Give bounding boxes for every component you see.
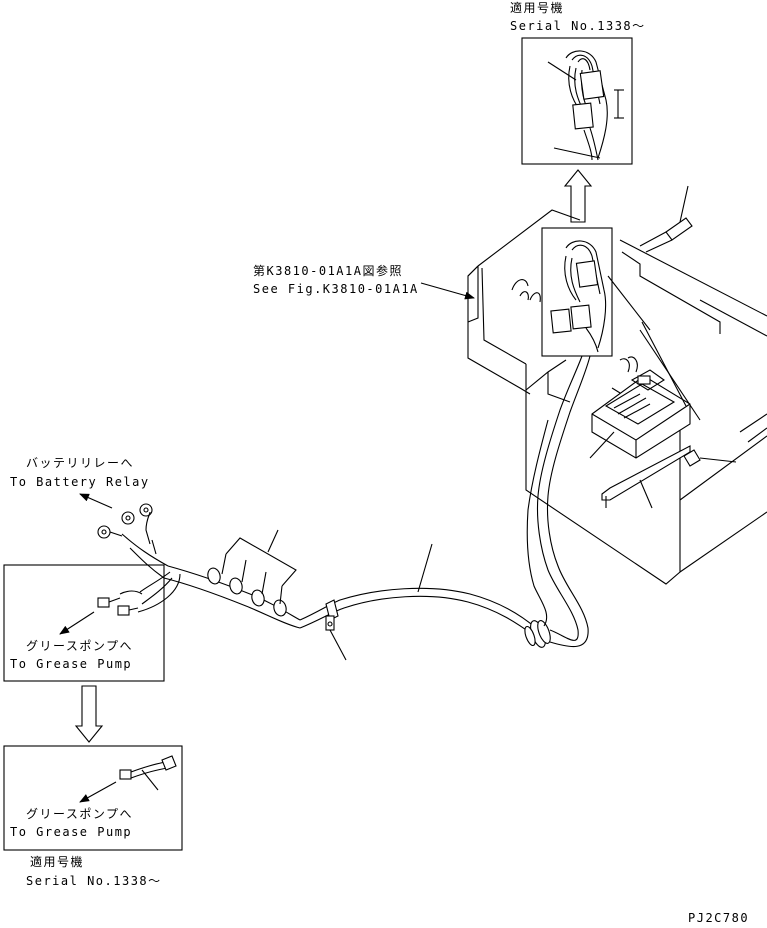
- grease-main-label-en: To Grease Pump: [10, 657, 132, 671]
- battery-relay-callout: バッテリリレーへ To Battery Relay: [10, 456, 150, 509]
- inset-connector-icon: [119, 755, 177, 791]
- harness-hose: [97, 355, 591, 661]
- bottom-inset-label-en: Serial No.1338～: [26, 874, 162, 888]
- reference-box: [541, 227, 613, 357]
- top-inset: 適用号機 Serial No.1338～: [510, 0, 646, 165]
- machine-body: [467, 185, 767, 585]
- grease-inset-label-en: To Grease Pump: [10, 825, 132, 839]
- reference-label-jp: 第K3810-01A1A図参照: [253, 263, 403, 278]
- top-inset-connector-icon: [547, 50, 624, 161]
- bolt-icon: [639, 185, 693, 253]
- grease-inset-label-jp: グリースポンプへ: [26, 807, 133, 821]
- battery-label-en: To Battery Relay: [10, 475, 150, 489]
- bottom-inset-label: 適用号機 Serial No.1338～: [26, 854, 162, 888]
- battery-label-jp: バッテリリレーへ: [26, 456, 134, 470]
- hose-clamp-icon: [325, 599, 339, 631]
- bottom-inset-label-jp: 適用号機: [30, 854, 84, 869]
- grease-main-box: グリースポンプへ To Grease Pump: [3, 564, 165, 682]
- top-inset-label-en: Serial No.1338～: [510, 19, 646, 33]
- up-arrow-icon: [563, 169, 593, 223]
- drawing-code: PJ2C780: [688, 911, 749, 925]
- side-connector-icon: [683, 449, 737, 467]
- reference-label-en: See Fig.K3810-01A1A: [253, 282, 419, 296]
- top-inset-frame: [521, 37, 633, 165]
- grease-inset-box: グリースポンプへ To Grease Pump: [3, 745, 183, 851]
- top-inset-label-jp: 適用号機: [510, 0, 564, 15]
- grommet-icon: [524, 620, 551, 648]
- reference-callout: 第K3810-01A1A図参照 See Fig.K3810-01A1A: [253, 263, 475, 300]
- grease-main-label-jp: グリースポンプへ: [26, 639, 133, 653]
- down-arrow-icon: [74, 685, 104, 743]
